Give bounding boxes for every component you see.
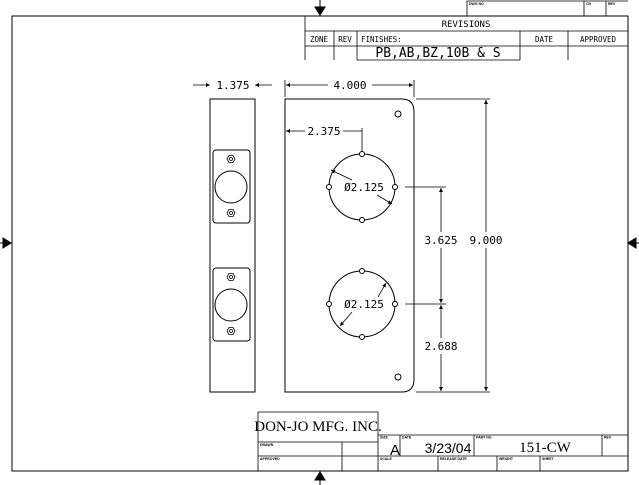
finishes-header: FINISHES:	[361, 35, 402, 44]
company-name: DON-JO MFG. INC.	[254, 419, 382, 435]
drawn-label: DRAWN	[260, 443, 274, 447]
hole-spacing-dimension: 3.625	[424, 234, 457, 247]
rev-header: REV	[338, 35, 352, 44]
date-label: DATE	[402, 436, 412, 440]
plate-height-dimension: 9.000	[469, 234, 502, 247]
top-center-arrow-icon	[314, 0, 326, 16]
side-view: 1.375	[193, 79, 272, 393]
approved-header: APPROVED	[580, 35, 617, 44]
screw-icon	[226, 155, 236, 335]
weight-label: WEIGHT	[499, 457, 514, 461]
mounting-hole	[394, 373, 402, 381]
upper-bore	[326, 151, 398, 223]
rev-label: REV	[608, 2, 616, 6]
left-center-arrow-icon	[0, 237, 12, 249]
date-value: 3/23/04	[425, 440, 472, 456]
date-header: DATE	[535, 35, 554, 44]
lower-pocket	[212, 267, 251, 342]
lower-diameter-dimension: Ø2.125	[344, 298, 384, 311]
sheet-label: SHEET	[542, 457, 555, 461]
title-block: DON-JO MFG. INC. DRAWN APPROVED SIZE A D…	[254, 411, 628, 471]
release-date-label: RELEASE DATE	[440, 457, 467, 461]
dwg-no-label: DWG NO	[469, 2, 484, 6]
revisions-block: REVISIONS ZONE REV FINISHES: DATE APPROV…	[304, 16, 628, 61]
lower-bore	[326, 268, 398, 340]
sheet-border	[11, 15, 629, 472]
approved-label: APPROVED	[260, 457, 280, 461]
upper-diameter-dimension: Ø2.125	[344, 181, 384, 194]
side-width-dimension: 1.375	[216, 79, 249, 92]
scale-label: SCALE	[380, 457, 393, 461]
mounting-hole	[394, 110, 402, 118]
part-no-value: 151-CW	[519, 440, 572, 456]
upper-pocket	[212, 149, 251, 224]
ch-label: CH	[586, 2, 592, 6]
zone-header: ZONE	[310, 35, 329, 44]
revisions-title: REVISIONS	[442, 20, 491, 30]
plate-width-dimension: 4.000	[333, 79, 366, 92]
size-label: SIZE	[380, 436, 388, 440]
dwg-no-box: DWG NO CH REV	[466, 0, 628, 16]
hole-offset-dimension: 2.375	[307, 125, 340, 138]
size-value: A	[390, 442, 400, 459]
part-no-label: PART NO.	[476, 436, 492, 440]
bottom-offset-dimension: 2.688	[424, 340, 457, 353]
finishes-value: PB,AB,BZ,10B & S	[375, 46, 500, 61]
plate-view: Ø2.125 Ø2.125 4.000 2.375 3.625 2.688 9.…	[284, 79, 503, 393]
right-center-arrow-icon	[627, 237, 639, 249]
bottom-center-arrow-icon	[314, 471, 326, 485]
rev-label: REV	[604, 436, 612, 440]
